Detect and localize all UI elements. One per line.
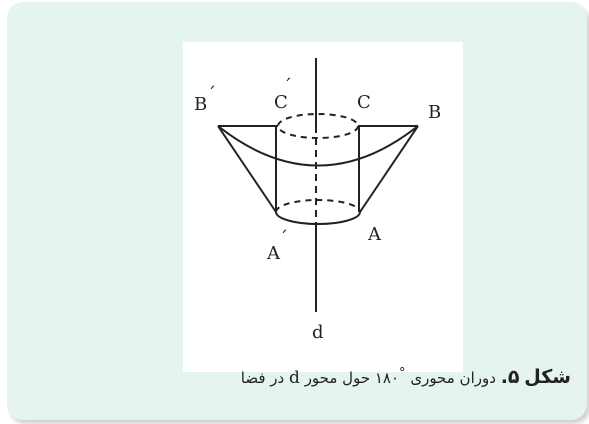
label-a: A bbox=[367, 224, 382, 245]
caption-text-middle: حول محور bbox=[304, 369, 371, 387]
figure-card bbox=[7, 2, 587, 420]
label-b-prime-mark: ´ bbox=[207, 84, 216, 105]
caption-figure-word: شکل bbox=[524, 366, 571, 388]
cylinder-top-ellipse bbox=[277, 113, 359, 139]
label-axis-d: d bbox=[312, 322, 324, 343]
cylinder-bottom-front bbox=[275, 211, 361, 225]
label-c: C bbox=[357, 92, 371, 113]
caption-figure-number: ۵. bbox=[500, 366, 520, 388]
caption-degree: ° bbox=[399, 366, 406, 381]
caption-text-end: در فضا bbox=[240, 369, 285, 387]
caption-text-before: دوران محوری bbox=[410, 369, 496, 387]
label-a-prime-mark: ´ bbox=[279, 228, 288, 249]
label-c-prime-mark: ´ bbox=[283, 76, 292, 97]
label-b-prime: B bbox=[194, 94, 207, 115]
figure-caption: شکل ۵. دوران محوری °۱۸۰ حول محور d در فض… bbox=[241, 366, 571, 388]
front-arc bbox=[217, 125, 419, 167]
caption-angle: ۱۸۰ bbox=[374, 369, 400, 387]
label-a-prime: A bbox=[266, 243, 281, 264]
edge-bprime-aprime bbox=[217, 125, 277, 213]
caption-axis-letter: d bbox=[289, 368, 300, 388]
edge-b-a bbox=[359, 125, 419, 213]
diagram-panel bbox=[183, 42, 463, 372]
label-c-prime: C bbox=[274, 92, 288, 113]
label-b: B bbox=[428, 102, 441, 123]
cylinder-bottom-back bbox=[275, 199, 361, 213]
